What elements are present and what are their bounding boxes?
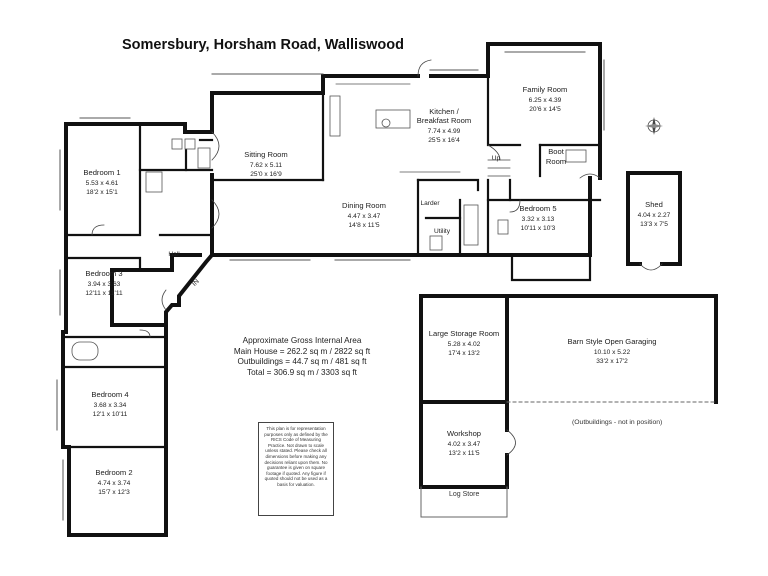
- family-room-imperial: 20'6 x 14'5: [529, 106, 561, 113]
- shed-dims: 4.04 x 2.27: [638, 212, 671, 219]
- shed-name: Shed: [645, 200, 663, 209]
- garaging-imperial: 33'2 x 17'2: [596, 358, 628, 365]
- workshop-imperial: 13'2 x 11'5: [449, 450, 480, 457]
- compass-icon: [645, 117, 663, 135]
- shed-walls: [626, 171, 682, 266]
- bedroom-2-dims: 4.74 x 3.74: [98, 480, 131, 487]
- room-labels: Sitting Room 7.62 x 5.11 25'0 x 16'9 Kit…: [83, 85, 670, 496]
- bedroom-4-imperial: 12'1 x 10'11: [93, 411, 128, 418]
- bedroom-5-name: Bedroom 5: [519, 204, 556, 213]
- kitchen-imperial: 25'5 x 16'4: [428, 137, 460, 144]
- windows: [56, 51, 605, 521]
- family-room-name: Family Room: [523, 85, 568, 94]
- bedroom-1-dims: 5.53 x 4.61: [86, 180, 119, 187]
- storage-room-dims: 5.28 x 4.02: [448, 341, 481, 348]
- bedroom-2-name: Bedroom 2: [95, 468, 132, 477]
- interior-walls: [61, 74, 602, 449]
- dining-room-dims: 4.47 x 3.47: [348, 213, 381, 220]
- entrance-in-label: IN: [191, 278, 201, 288]
- bedroom-4-name: Bedroom 4: [91, 390, 128, 399]
- bedroom-1-imperial: 18'2 x 15'1: [86, 189, 118, 196]
- stairs-up-label: Up: [492, 155, 501, 162]
- outbuildings-note: (Outbuildings - not in position): [572, 419, 663, 426]
- area-main-house: Main House = 262.2 sq m / 2822 sq ft: [233, 346, 371, 356]
- garaging-name: Barn Style Open Garaging: [567, 337, 656, 346]
- storage-room-name: Large Storage Room: [429, 329, 500, 338]
- fittings: [71, 83, 587, 361]
- bedroom-3-name: Bedroom 3: [85, 269, 122, 278]
- garaging-dims: 10.10 x 5.22: [594, 349, 631, 356]
- dining-room-imperial: 14'8 x 11'5: [349, 222, 380, 229]
- bedroom-4-dims: 3.68 x 3.34: [94, 402, 127, 409]
- utility-name: Utility: [434, 228, 451, 235]
- outbuilding-walls: [419, 294, 718, 489]
- log-store-label: Log Store: [449, 491, 480, 498]
- shed-door: [639, 263, 663, 271]
- bedroom-1-name: Bedroom 1: [83, 168, 120, 177]
- bedroom-5-imperial: 10'11 x 10'3: [521, 225, 556, 232]
- family-room-dims: 6.25 x 4.39: [529, 97, 562, 104]
- page-title: Somersbury, Horsham Road, Walliswood: [122, 37, 404, 53]
- disclaimer-box: This plan is for representation purposes…: [258, 422, 334, 516]
- bedroom-2-imperial: 15'7 x 12'3: [98, 489, 130, 496]
- workshop-dims: 4.02 x 3.47: [448, 441, 481, 448]
- bedroom-3-dims: 3.94 x 3.63: [88, 281, 121, 288]
- area-outbuildings: Outbuildings = 44.7 sq m / 481 sq ft: [237, 357, 367, 367]
- doors: [91, 59, 601, 338]
- storage-room-imperial: 17'4 x 13'2: [448, 350, 480, 357]
- kitchen-name-2: Breakfast Room: [417, 116, 471, 125]
- boot-room-name-1: Boot: [548, 147, 565, 156]
- stairs: [487, 159, 511, 177]
- area-total: Total = 306.9 sq m / 3303 sq ft: [247, 367, 357, 377]
- sitting-room-dims: 7.62 x 5.11: [250, 162, 282, 169]
- larder-name: Larder: [420, 200, 440, 207]
- workshop-door: [506, 429, 516, 456]
- hall-name: Hall: [168, 251, 180, 258]
- area-heading: Approximate Gross Internal Area: [242, 336, 362, 345]
- kitchen-dims: 7.74 x 4.99: [428, 128, 461, 135]
- sitting-room-name: Sitting Room: [244, 150, 287, 159]
- shed-imperial: 13'3 x 7'5: [640, 221, 668, 228]
- sitting-room-imperial: 25'0 x 16'9: [250, 171, 282, 178]
- main-house-walls: [61, 42, 602, 537]
- boot-room-name-2: Room: [546, 157, 566, 166]
- dining-room-name: Dining Room: [342, 201, 386, 210]
- workshop-name: Workshop: [447, 429, 481, 438]
- kitchen-name-1: Kitchen /: [429, 107, 459, 116]
- bedroom-5-dims: 3.32 x 3.13: [522, 216, 555, 223]
- area-summary: Approximate Gross Internal Area Main Hou…: [222, 336, 382, 378]
- log-store: [420, 486, 508, 518]
- bedroom-3-imperial: 12'11 x 11'11: [85, 290, 123, 297]
